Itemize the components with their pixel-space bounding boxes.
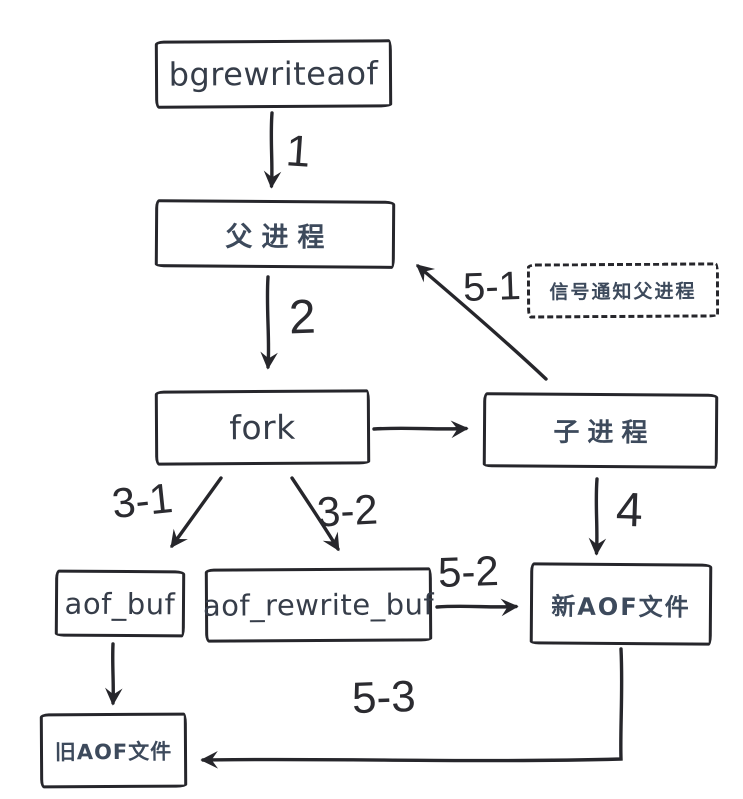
node-new-aof-file: 新AOF文件 — [529, 562, 713, 646]
node-bgrewriteaof-label: bgrewriteaof — [168, 54, 379, 94]
node-old-aof-file-label: 旧AOF文件 — [54, 739, 173, 764]
arrow-step4-child-to-newaof — [588, 477, 607, 556]
edge-label-step1: 1 — [284, 126, 313, 177]
node-parent-process: 父进程 — [154, 199, 396, 269]
edge-label-step3-2: 3-2 — [315, 485, 379, 536]
arrow-step3-1-fork-to-aofbuf — [170, 476, 223, 549]
edge-label-step5-1: 5-1 — [462, 264, 522, 310]
arrow-step2-parent-to-fork — [260, 275, 278, 370]
edge-label-step3-1: 3-1 — [109, 473, 175, 528]
node-child-process: 子进程 — [482, 392, 719, 469]
arrow-step5-1-child-to-parent — [415, 264, 548, 381]
arrow-step5-2-aofrewritebuf-to-newaof — [435, 598, 519, 617]
node-aof-rewrite-buf-label: aof_rewrite_buf — [202, 587, 435, 623]
node-child-process-label: 子进程 — [553, 417, 656, 449]
arrow-step1-bgrewriteaof-to-parent — [263, 111, 282, 189]
node-signal-notice-label: 信号通知父进程 — [549, 280, 697, 304]
arrow-step5-3-newaof-to-oldaof — [200, 647, 624, 769]
arrow-fork-to-child — [372, 420, 469, 439]
arrow-step3-2-fork-to-aofrewritebuf — [290, 476, 340, 552]
node-signal-notice: 信号通知父进程 — [526, 262, 720, 319]
node-old-aof-file: 旧AOF文件 — [39, 712, 188, 789]
edge-label-step2: 2 — [288, 290, 317, 345]
edge-label-step5-3: 5-3 — [351, 671, 417, 724]
node-parent-process-label: 父进程 — [225, 221, 334, 253]
arrow-aofbuf-to-oldaof — [105, 642, 123, 706]
node-bgrewriteaof: bgrewriteaof — [154, 39, 393, 109]
node-aof-rewrite-buf: aof_rewrite_buf — [202, 567, 435, 643]
edge-label-step5-2: 5-2 — [437, 546, 500, 597]
node-aof-buf: aof_buf — [54, 569, 186, 638]
node-fork-label: fork — [229, 407, 296, 448]
node-fork: fork — [154, 389, 371, 466]
edge-label-step4: 4 — [615, 483, 644, 538]
node-aof-buf-label: aof_buf — [64, 586, 176, 621]
node-new-aof-file-label: 新AOF文件 — [551, 592, 691, 621]
